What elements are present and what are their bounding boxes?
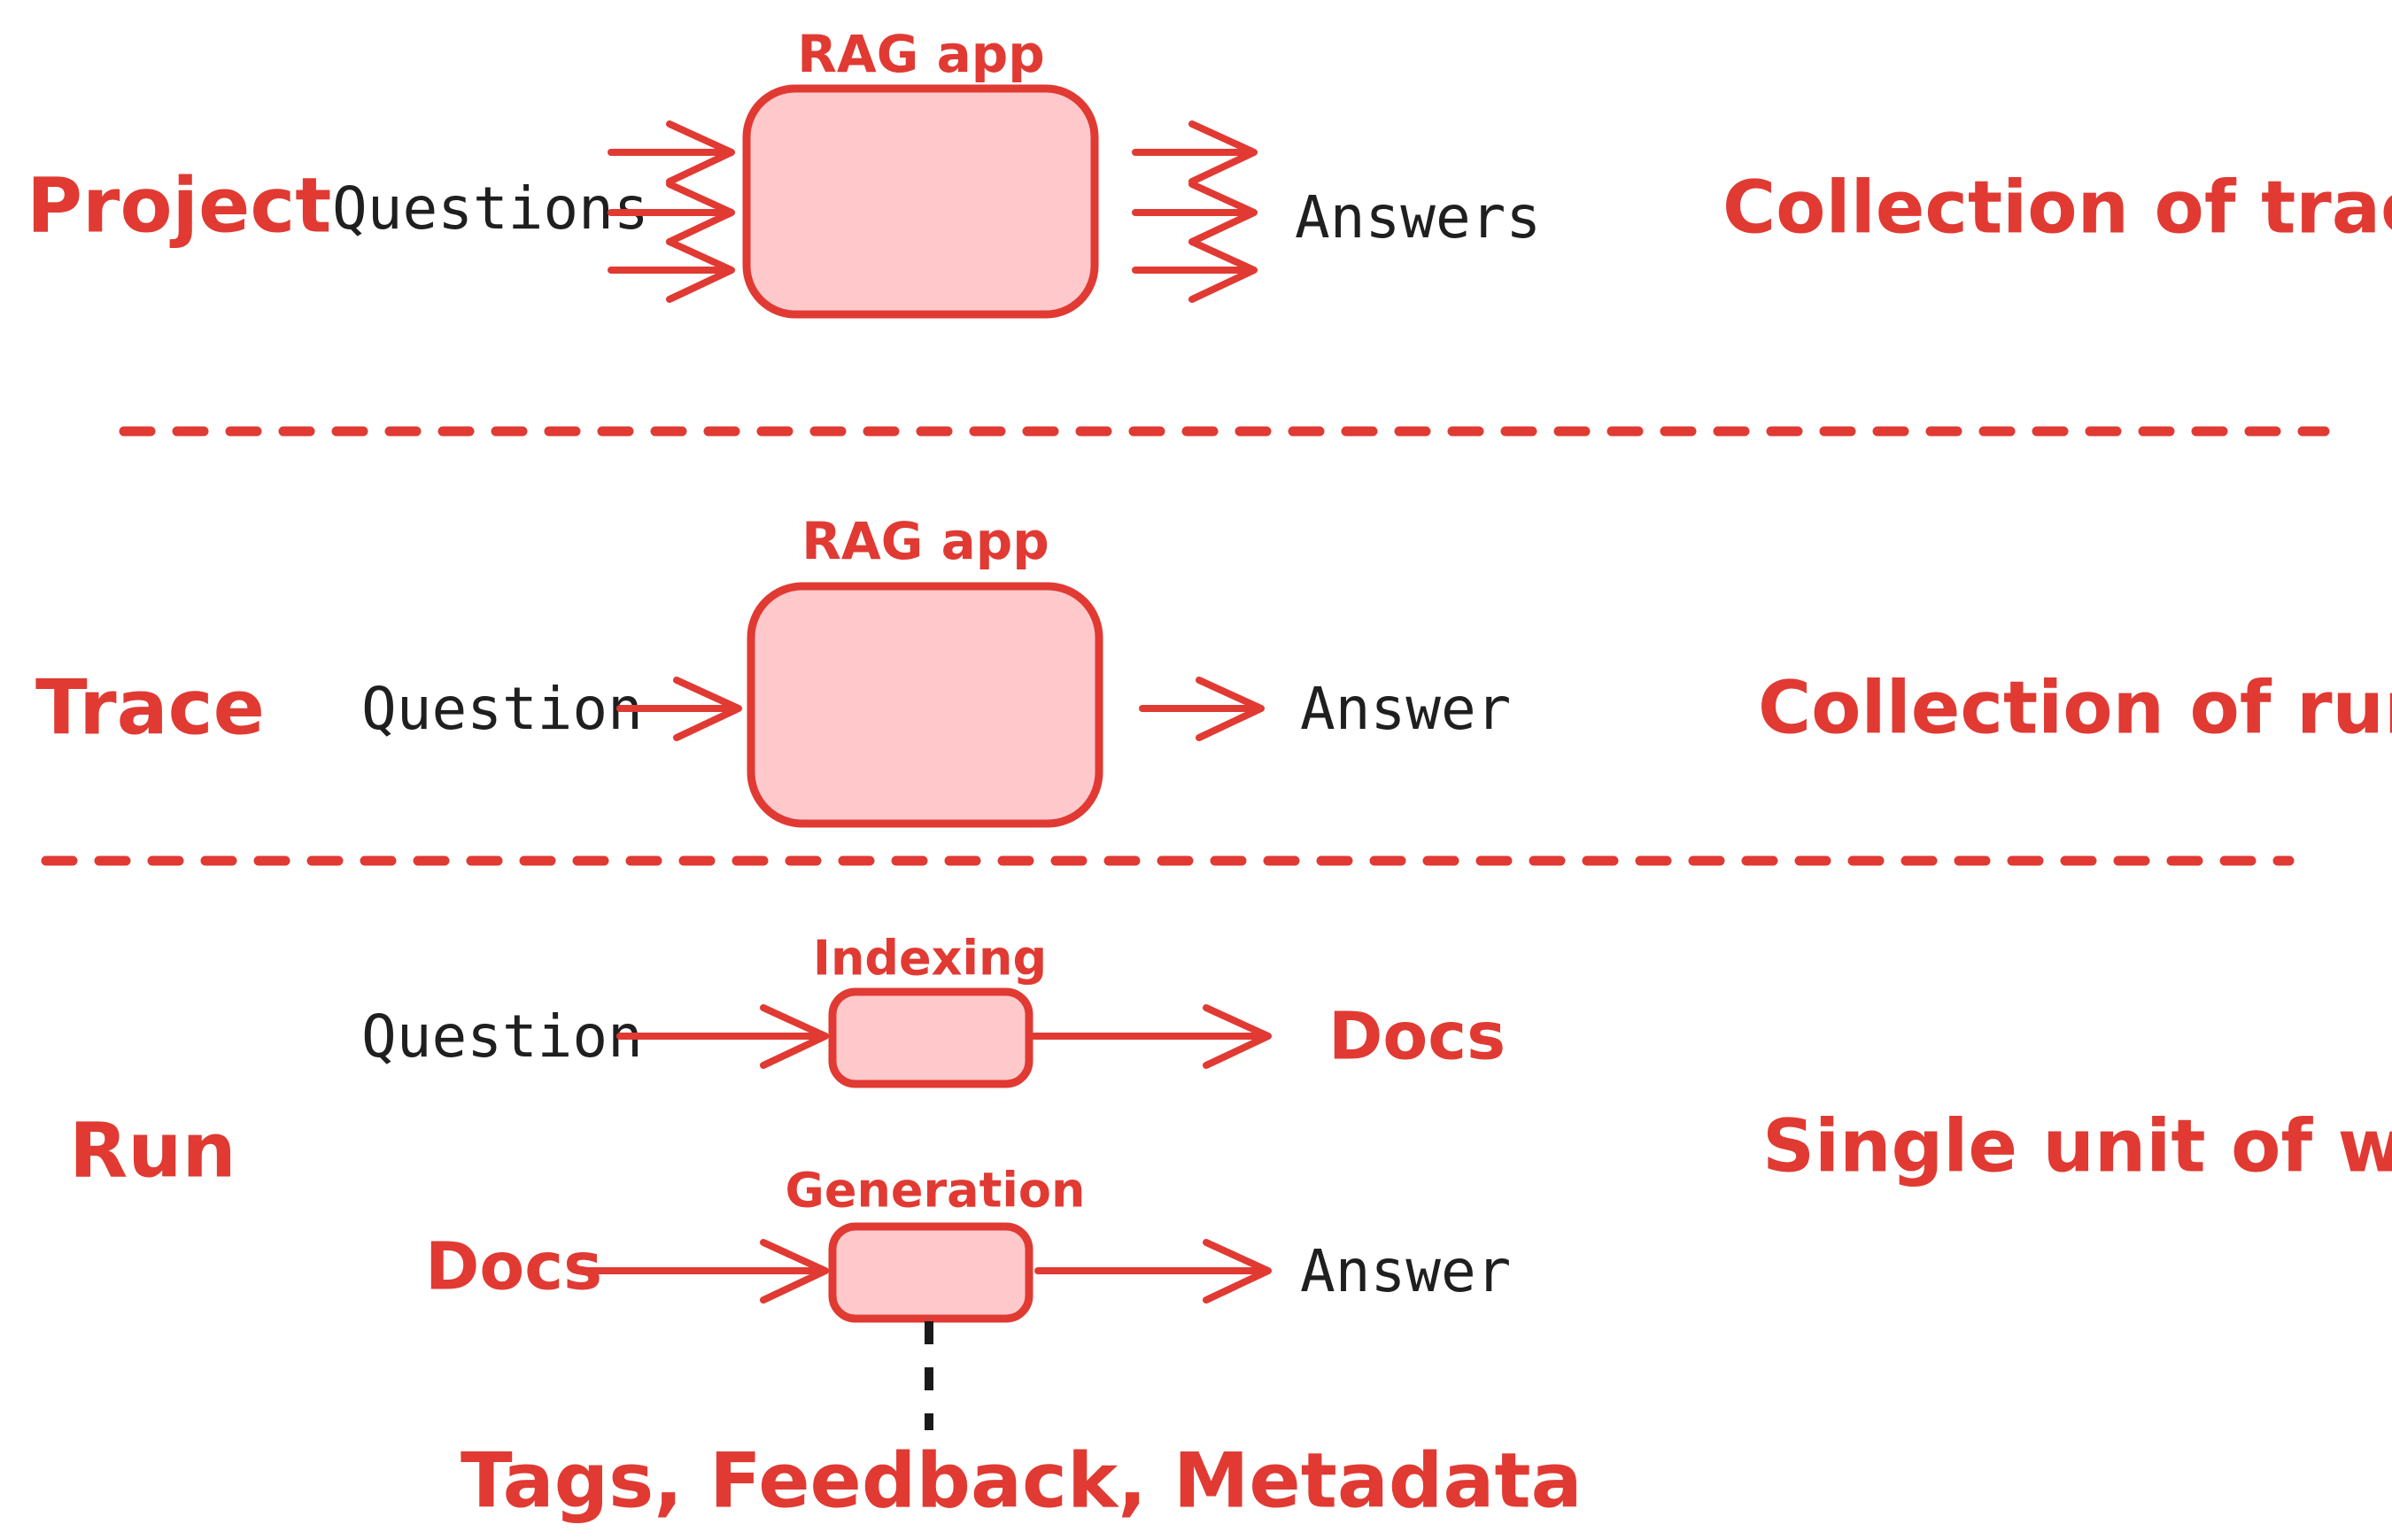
row-label-trace: Trace (35, 663, 265, 752)
rag-app-box-project (742, 84, 1099, 319)
arrow-in-indexing (616, 1004, 829, 1069)
step-indexing: Question Indexing Docs (361, 931, 1506, 1088)
input-label-question-trace: Question (361, 675, 643, 743)
output-arrows-project (1132, 120, 1258, 303)
node-label-indexing: Indexing (813, 931, 1047, 987)
rag-app-box-trace (747, 582, 1103, 828)
node-label-rag-app-project: RAG app (797, 24, 1045, 84)
input-label-questions: Questions (332, 174, 649, 243)
arrow-in-generation (577, 1239, 829, 1304)
section-project: Project Questions RAG app (27, 24, 2392, 319)
output-label-answer-generation: Answer (1300, 1237, 1511, 1305)
arrow-out-3 (1132, 238, 1258, 303)
arrow-out-indexing (1031, 1004, 1272, 1069)
section-run: Run Single unit of work Question Indexin… (69, 931, 2392, 1526)
node-label-generation: Generation (786, 1163, 1086, 1219)
output-label-docs: Docs (1328, 999, 1506, 1075)
arrow-out-2 (1132, 181, 1258, 245)
row-label-project: Project (27, 161, 331, 250)
step-generation: Docs Generation Answer (425, 1163, 1511, 1323)
input-label-question-indexing: Question (361, 1002, 643, 1071)
row-label-run: Run (69, 1106, 236, 1195)
input-label-docs-generation: Docs (425, 1229, 602, 1305)
node-label-rag-app-trace: RAG app (801, 511, 1049, 571)
arrow-in-3 (608, 238, 735, 303)
section-trace: Trace Question RAG app Answer Collection… (35, 511, 2392, 828)
description-project: Collection of traces (1722, 166, 2392, 250)
output-label-answers: Answers (1295, 183, 1541, 252)
indexing-box (828, 987, 1033, 1088)
arrow-out-generation (1034, 1239, 1272, 1304)
description-run: Single unit of work (1762, 1104, 2392, 1188)
node-rag-app-project: RAG app (742, 24, 1099, 319)
arrow-out-trace (1139, 677, 1265, 741)
output-label-answer-trace: Answer (1300, 675, 1511, 743)
node-rag-app-trace: RAG app (747, 511, 1103, 828)
generation-box (828, 1222, 1033, 1323)
arrow-in-2 (608, 181, 735, 245)
arrow-out-1 (1132, 120, 1258, 185)
input-arrows-project (608, 120, 735, 303)
annotation-tags-feedback-metadata: Tags, Feedback, Metadata (461, 1436, 1583, 1525)
arrow-in-trace (616, 677, 742, 741)
description-trace: Collection of runs (1758, 666, 2392, 750)
arrow-in-1 (608, 120, 735, 185)
